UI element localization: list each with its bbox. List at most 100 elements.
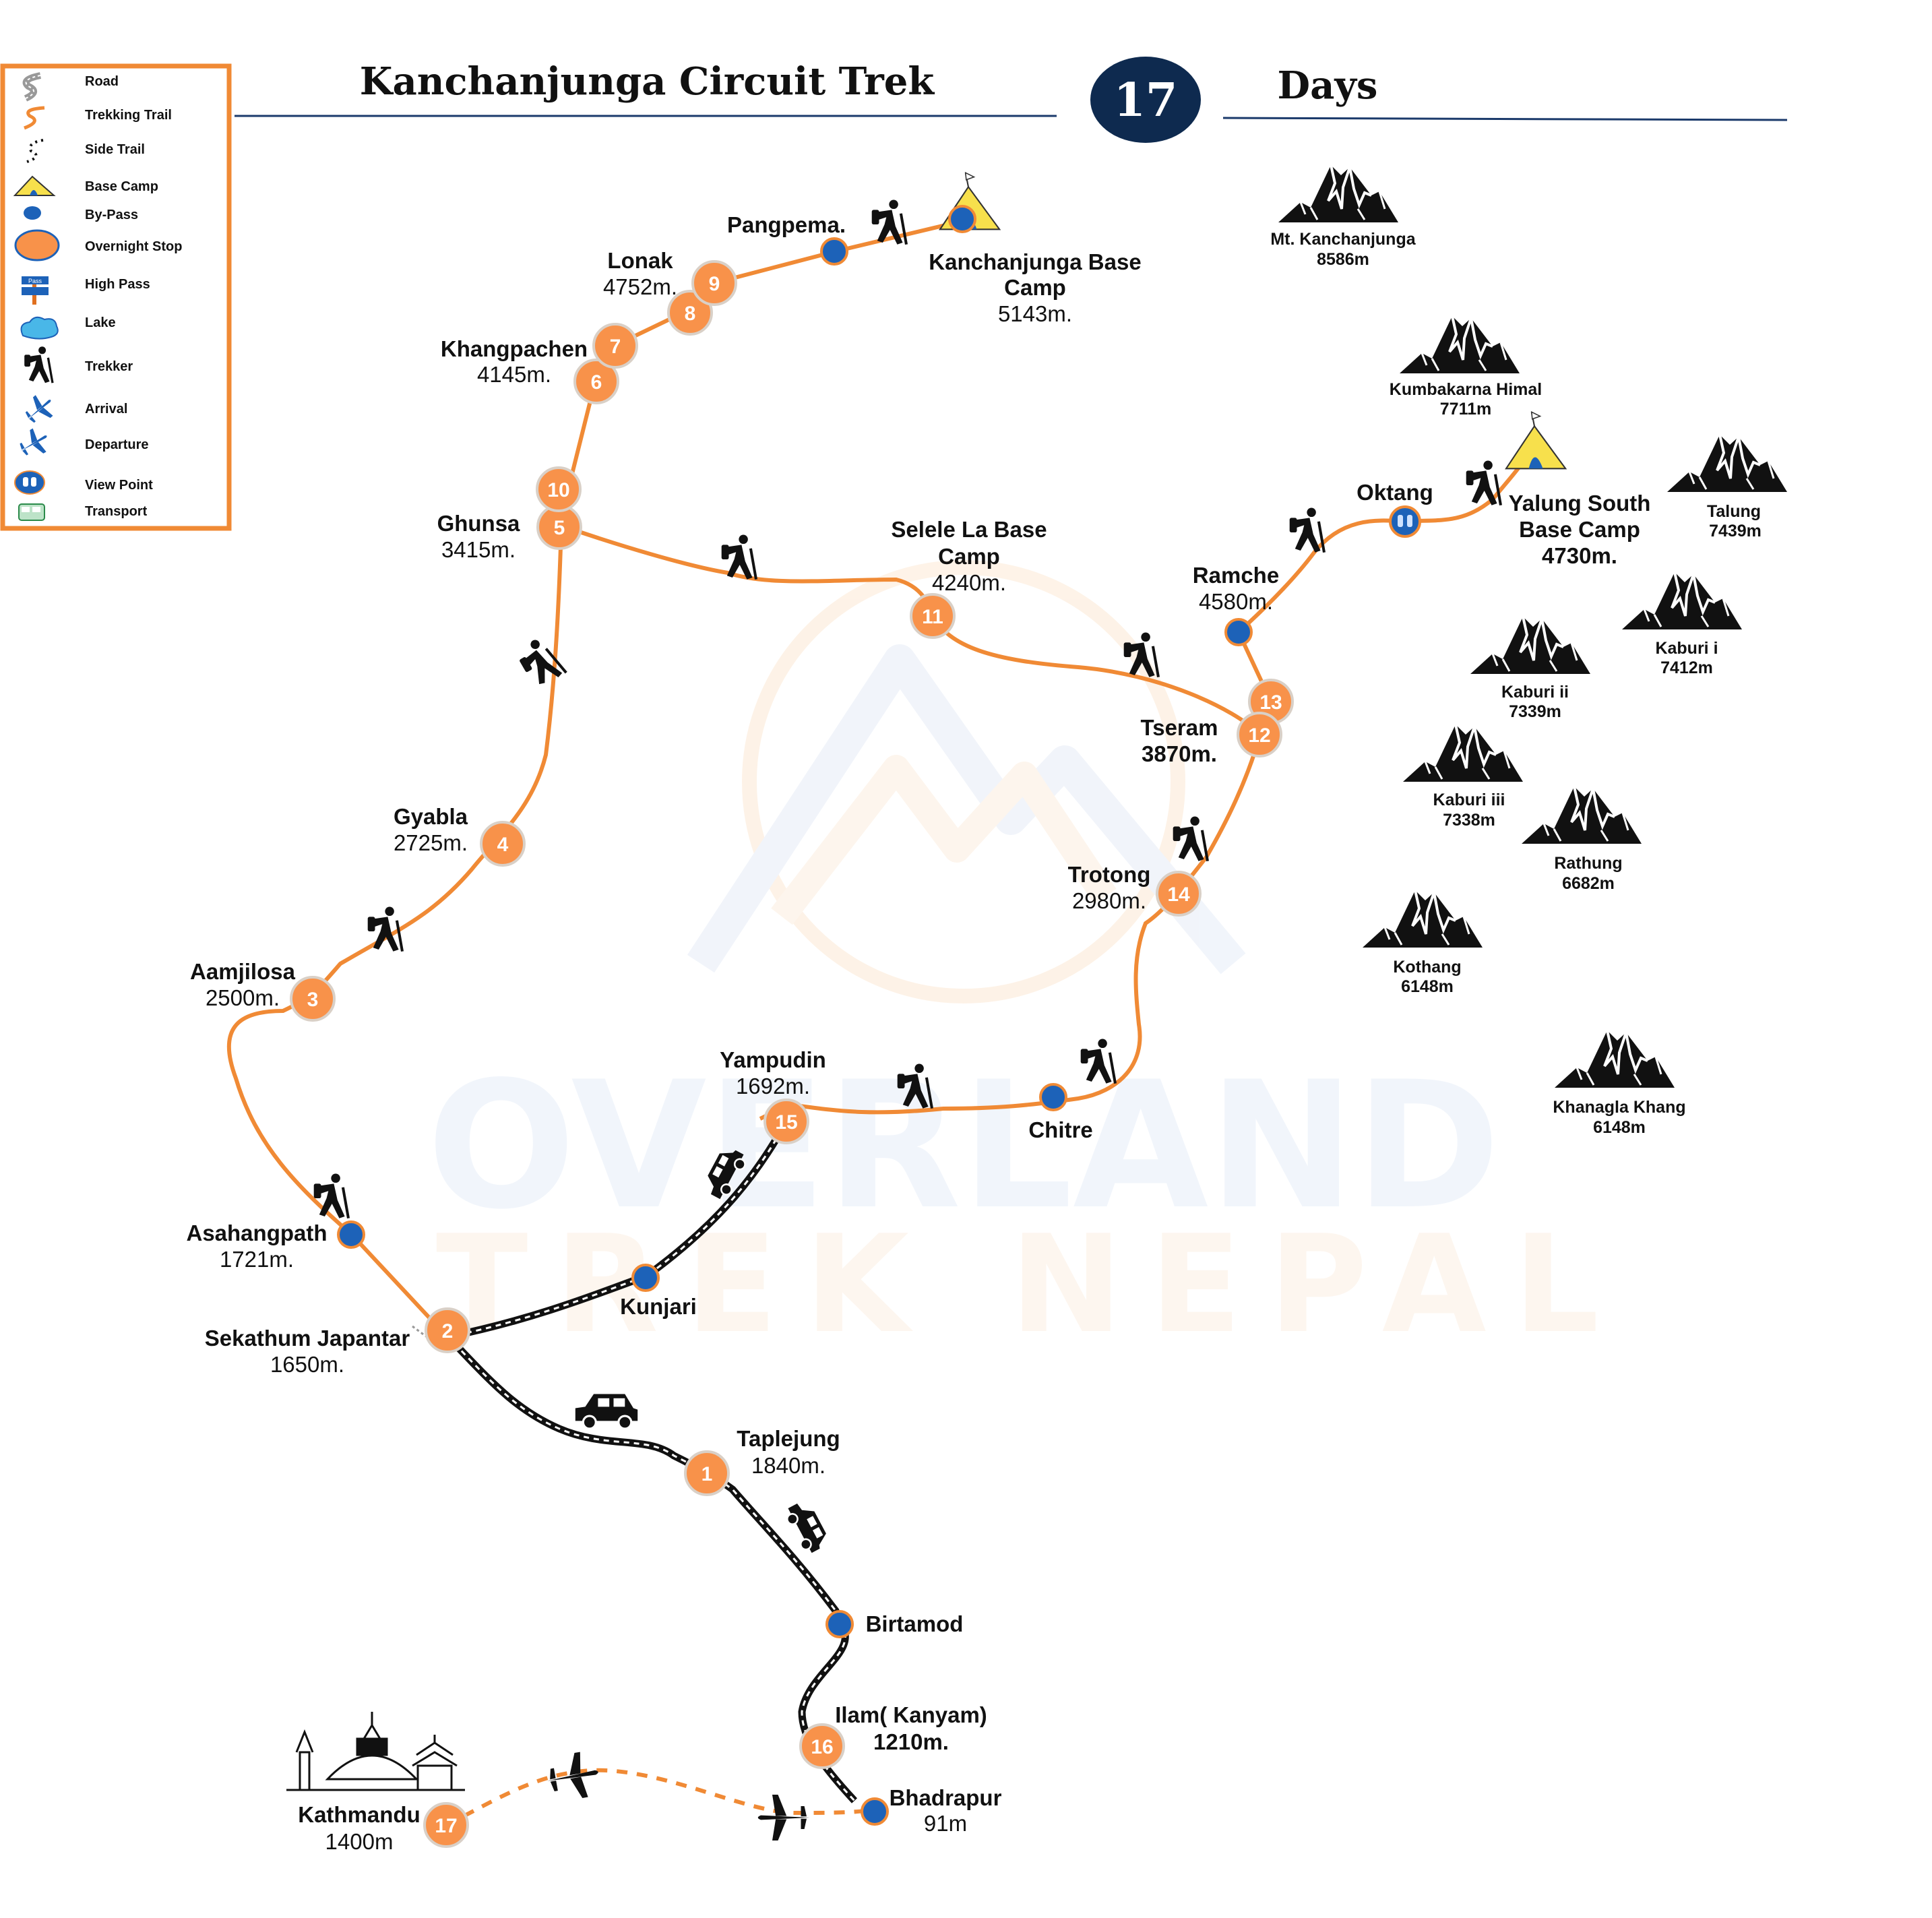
trek-title: Kanchanjunga Circuit Trek — [360, 59, 935, 104]
peak-altitude: 7412m — [1660, 658, 1713, 677]
mountain-icon — [1621, 571, 1743, 631]
kathmandu-landmark-icon — [286, 1712, 465, 1791]
place-yalung-alt: 4730m. — [1542, 543, 1617, 568]
place-yalung-name: Yalung South — [1509, 491, 1651, 516]
legend-overnight-stop: Overnight Stop — [85, 239, 182, 254]
legend-road: Road — [85, 74, 119, 89]
stop-day-11: 11 — [910, 593, 956, 639]
peak-name: Mt. Kanchanjunga — [1270, 230, 1416, 249]
place-pangpema: Pangpema. — [727, 212, 846, 237]
place-ilam-alt: 1210m. — [873, 1729, 949, 1754]
legend-transport: Transport — [85, 504, 148, 519]
car-icon — [781, 1497, 832, 1557]
peak-name: Kothang — [1393, 958, 1461, 977]
svg-text:Pass: Pass — [28, 278, 42, 284]
peak-name: Kaburi ii — [1501, 683, 1569, 702]
high-pass-icon: Pass — [22, 276, 49, 305]
peak-altitude: 7439m — [1709, 522, 1762, 540]
trekker-icon — [514, 634, 567, 690]
mountain-icon — [1402, 723, 1524, 783]
stop-day-4: 4 — [480, 821, 526, 867]
legend-departure: Departure — [85, 437, 148, 452]
svg-text:14: 14 — [1167, 884, 1190, 906]
bypass-point — [1039, 1083, 1067, 1111]
arrival-plane-icon — [757, 1795, 810, 1840]
legend-trekker: Trekker — [85, 359, 133, 374]
mountain-icon — [1553, 1029, 1676, 1089]
place-ghunsa: Ghunsa — [437, 511, 520, 536]
svg-text:7: 7 — [610, 336, 621, 358]
place-chitre: Chitre — [1028, 1117, 1092, 1142]
watermark: OVERLAND TREK NEPAL — [427, 560, 1599, 1363]
place-yampudin-alt: 1692m. — [736, 1074, 810, 1099]
bypass-point — [1224, 618, 1253, 646]
peak-altitude: 7711m — [1440, 400, 1491, 419]
svg-text:9: 9 — [709, 273, 720, 295]
svg-text:12: 12 — [1248, 724, 1270, 747]
stop-day-14: 14 — [1156, 871, 1202, 917]
peak-name: Talung — [1707, 502, 1761, 521]
legend-view-point: View Point — [85, 478, 153, 493]
peak-name: Kaburi iii — [1433, 791, 1505, 809]
legend-side-trail: Side Trail — [85, 142, 145, 157]
place-sekathum: Sekathum Japantar — [205, 1326, 410, 1351]
watermark-overland: OVERLAND — [427, 1045, 1500, 1248]
place-asahangpath: Asahangpath — [186, 1220, 327, 1245]
stop-day-1: 1 — [684, 1450, 730, 1496]
overnight-stops: 1 2 3 4 5 10 6 7 8 9 11 13 12 14 15 16 1… — [290, 260, 1294, 1848]
place-trotong: Trotong — [1068, 862, 1151, 887]
place-kathmandu: Kathmandu — [298, 1802, 420, 1827]
place-sekathum-alt: 1650m. — [270, 1352, 344, 1377]
departure-plane-icon — [543, 1749, 602, 1804]
bypass-point — [631, 1264, 660, 1292]
place-tseram: Tseram — [1141, 715, 1218, 740]
bypass-icon — [24, 206, 41, 220]
place-selele-alt: 4240m. — [932, 570, 1006, 595]
base-camp-icon — [13, 175, 56, 196]
place-taplejung: Taplejung — [737, 1426, 840, 1451]
bypass-point — [820, 237, 848, 266]
mountain-icon — [1666, 433, 1788, 493]
svg-text:8: 8 — [685, 303, 696, 325]
place-bhadrapur: Bhadrapur — [890, 1785, 1002, 1810]
place-taplejung-alt: 1840m. — [751, 1453, 825, 1478]
peak-altitude: 7338m — [1443, 811, 1495, 830]
arrival-plane-icon — [25, 395, 53, 423]
peak-altitude: 6148m — [1593, 1118, 1646, 1137]
place-ghunsa-alt: 3415m. — [441, 537, 516, 562]
stop-day-6: 6 — [573, 359, 619, 404]
legend-base-camp: Base Camp — [85, 179, 158, 194]
days-badge — [1090, 57, 1201, 143]
base-camp-icon — [1505, 411, 1567, 470]
place-tseram-alt: 3870m. — [1142, 741, 1217, 766]
place-yampudin: Yampudin — [720, 1047, 826, 1072]
place-gyabla: Gyabla — [394, 804, 468, 829]
mountain-icon — [1277, 164, 1400, 224]
stop-day-9: 9 — [691, 260, 737, 306]
stop-day-10: 10 — [536, 466, 582, 512]
peak-altitude: 6682m — [1562, 874, 1615, 893]
departure-plane-icon — [20, 428, 47, 456]
overnight-stop-icon — [14, 229, 60, 261]
legend-lake: Lake — [85, 315, 116, 330]
peaks: Mt. Kanchanjunga 8586m Kumbakarna Himal … — [1270, 164, 1788, 1137]
svg-text:6: 6 — [591, 371, 602, 394]
place-selele-name: Selele La Base — [891, 517, 1047, 542]
stop-day-16: 16 — [799, 1723, 845, 1769]
place-gyabla-alt: 2725m. — [394, 830, 468, 855]
bypass-point — [861, 1797, 889, 1826]
transport-icon — [18, 503, 45, 521]
roads — [412, 1119, 875, 1827]
peak-name: Kumbakarna Himal — [1390, 380, 1542, 399]
place-kunjari: Kunjari — [620, 1294, 697, 1319]
stop-day-7: 7 — [592, 323, 638, 369]
stop-day-12: 12 — [1237, 712, 1282, 757]
svg-text:15: 15 — [775, 1111, 797, 1134]
legend-trekking-trail: Trekking Trail — [85, 108, 172, 123]
svg-text:10: 10 — [547, 479, 569, 501]
viewpoint-icon — [1389, 505, 1421, 538]
legend-arrival: Arrival — [85, 402, 127, 416]
plane-icons — [543, 1749, 810, 1840]
peak-altitude: 7339m — [1509, 702, 1561, 721]
